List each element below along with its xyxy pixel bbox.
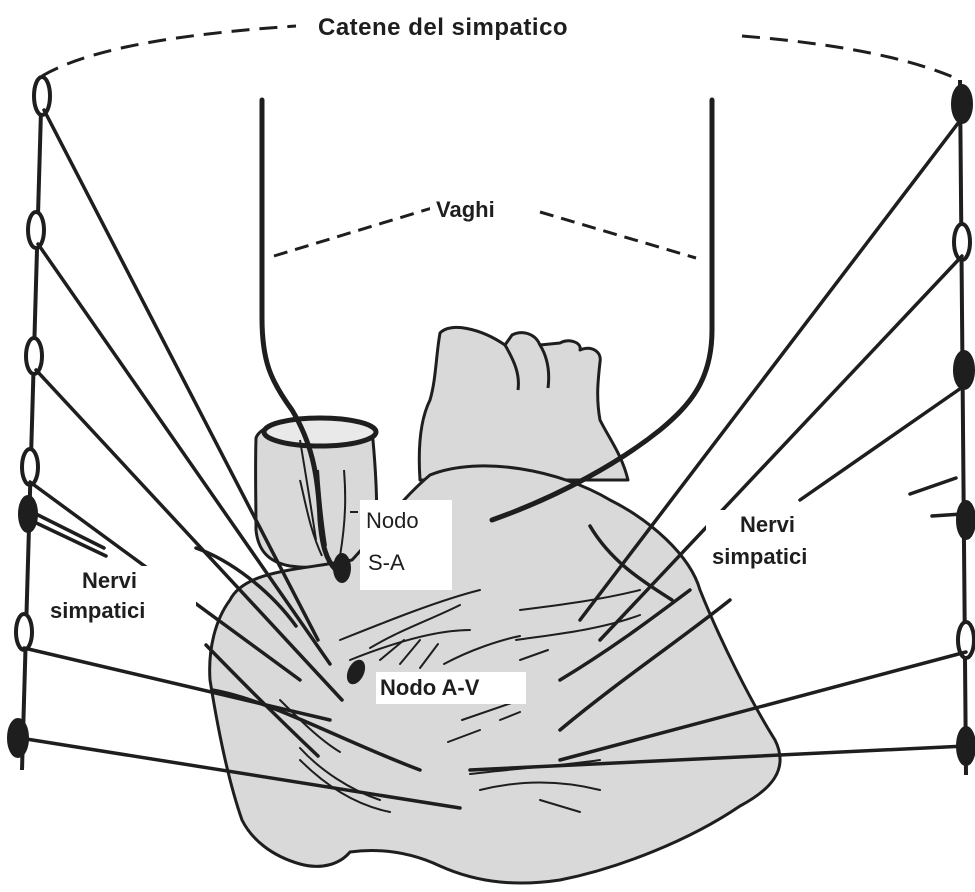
right-sympathetic-chain xyxy=(953,80,974,775)
sa-node xyxy=(333,553,351,583)
left-chain-trunk xyxy=(22,76,42,770)
svc-opening xyxy=(264,418,376,446)
left-ganglion xyxy=(28,212,44,248)
left-ganglion xyxy=(34,77,50,115)
right-chain-trunk xyxy=(960,80,966,775)
left-ganglion xyxy=(26,338,42,374)
right-sympathetic-nerves-label-line2: simpatici xyxy=(712,546,807,568)
chains-bracket-right xyxy=(742,36,960,80)
left-ganglion xyxy=(22,449,38,485)
av-node-label: Nodo A-V xyxy=(380,677,479,699)
vagus-nerves-label: Vaghi xyxy=(436,199,495,221)
right-sympathetic-nerves-label-line1: Nervi xyxy=(740,514,795,536)
sa-node-label-line2: S-A xyxy=(368,552,405,574)
right-ganglion xyxy=(958,502,974,538)
left-sympathetic-chain xyxy=(9,76,50,770)
sympathetic-chains-label: Catene del simpatico xyxy=(318,16,568,40)
left-sympathetic-nerves-label-line1: Nervi xyxy=(82,570,137,592)
right-ganglion xyxy=(955,352,973,388)
chains-bracket-left xyxy=(42,26,296,76)
left-ganglion xyxy=(16,614,32,650)
left-sympathetic-nerves-label-line2: simpatici xyxy=(50,600,145,622)
sa-node-label-line1: Nodo xyxy=(366,510,419,532)
great-vessels xyxy=(419,327,628,480)
